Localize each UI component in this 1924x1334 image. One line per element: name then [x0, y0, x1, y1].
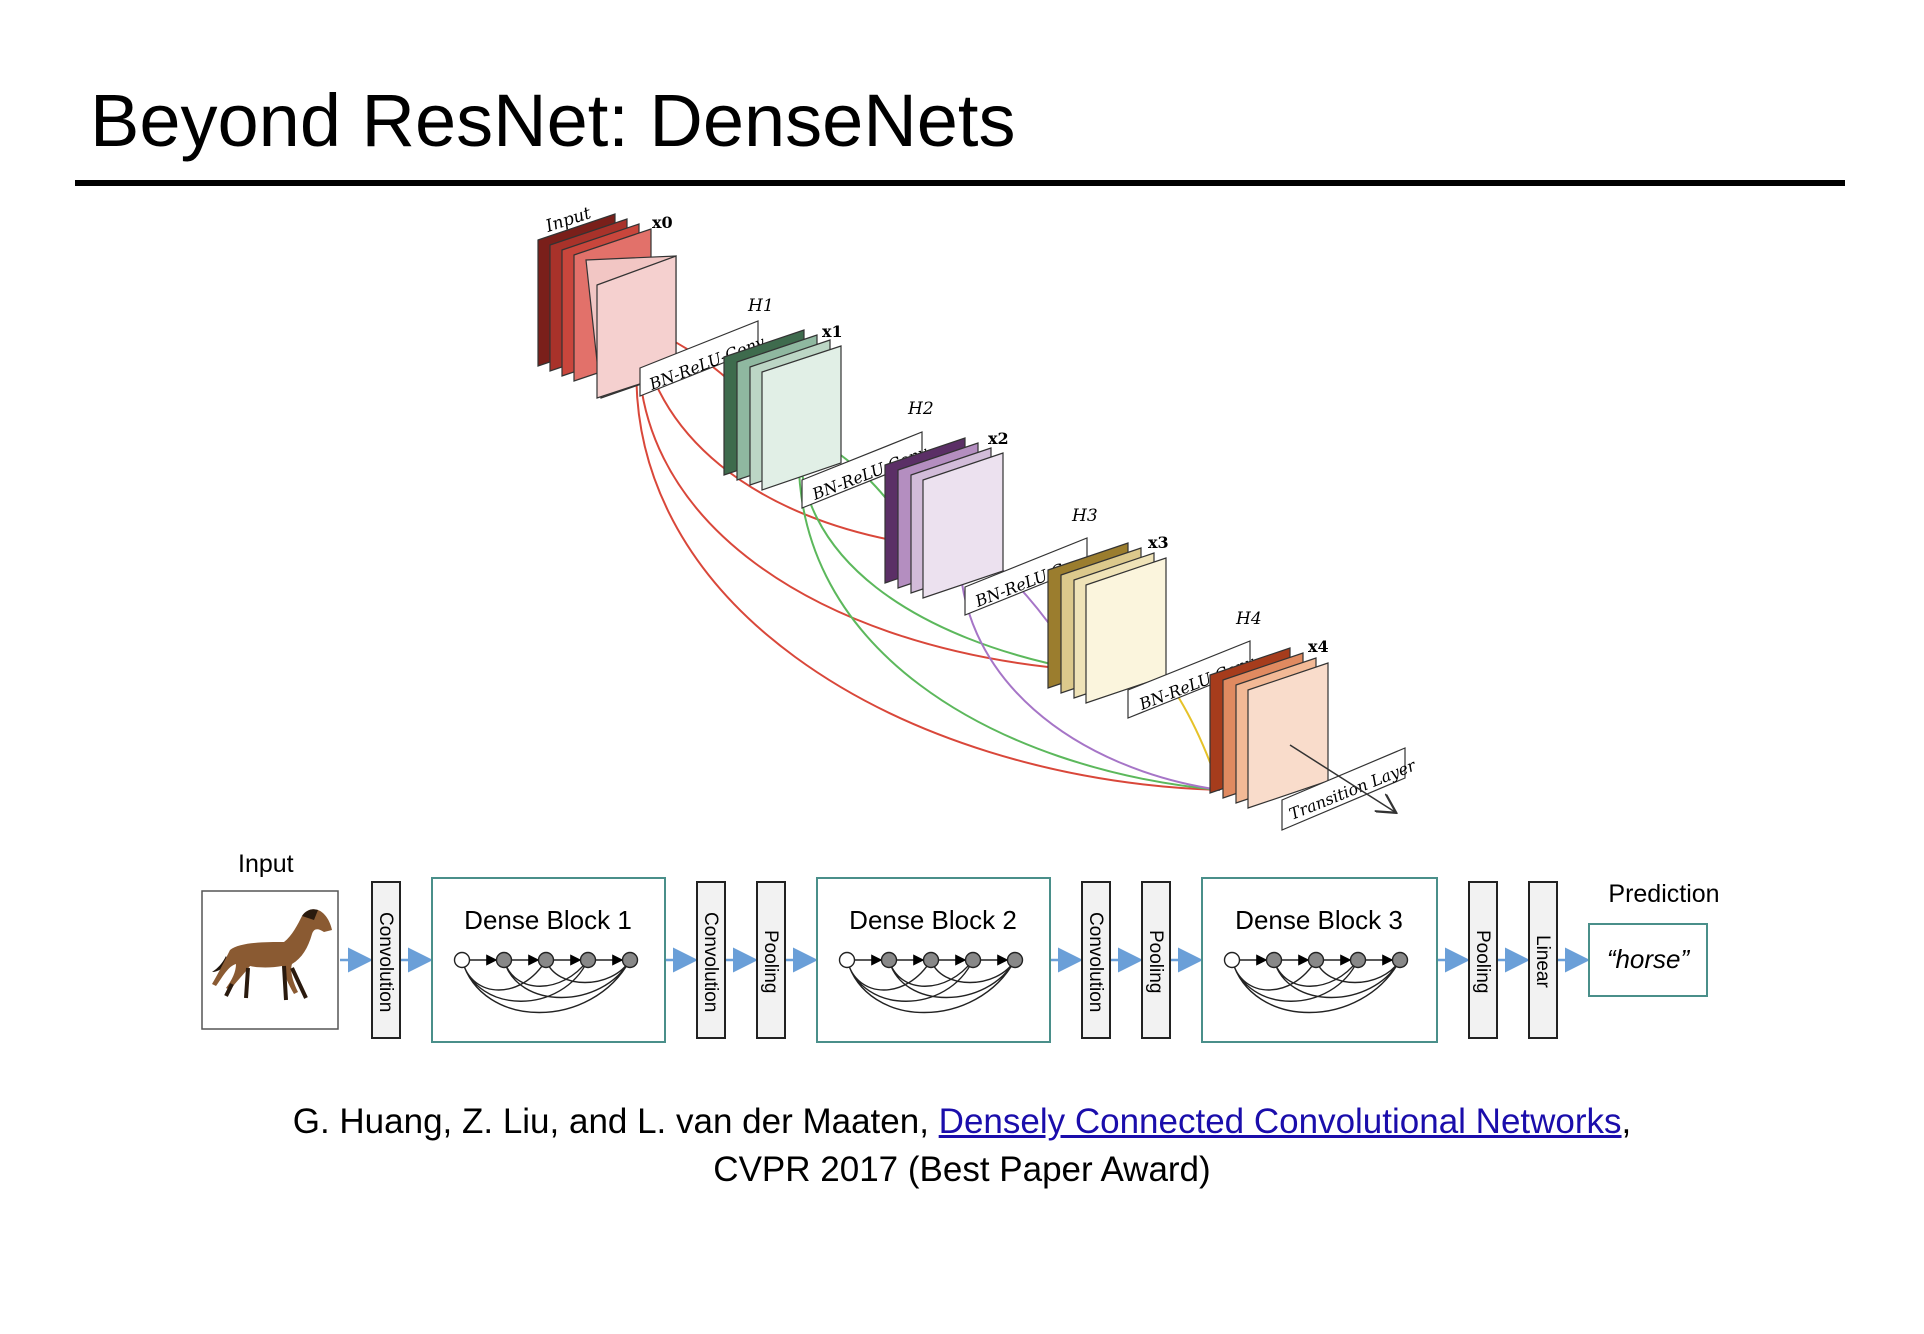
- h2-label: H2: [907, 399, 934, 419]
- dense-block-diagram: Input x0 H1 BN-ReLU-Conv x1 H2 BN-R: [537, 203, 1419, 831]
- h1-label: H1: [747, 296, 774, 316]
- h3-label: H3: [1071, 506, 1098, 526]
- citation-venue: CVPR 2017 (Best Paper Award): [713, 1150, 1211, 1189]
- layer-linear: Linear: [1528, 881, 1558, 1039]
- pipeline-input-label: Input: [238, 850, 294, 878]
- dense-block-1-label: Dense Block 1: [464, 905, 632, 935]
- prediction-box: “horse”: [1588, 923, 1708, 997]
- x1-label: x1: [822, 322, 843, 341]
- layer-label-pool2: Pooling: [760, 930, 781, 993]
- dense-block-3-label: Dense Block 3: [1235, 905, 1403, 935]
- layer-pool4: Pooling: [1468, 881, 1498, 1039]
- slide-title: Beyond ResNet: DenseNets: [90, 79, 1016, 162]
- dense-block-1: Dense Block 1: [431, 877, 666, 1043]
- layer-label-pool4: Pooling: [1472, 930, 1493, 993]
- layer-label-conv3: Convolution: [1085, 912, 1106, 1012]
- citation-line-1: G. Huang, Z. Liu, and L. van der Maaten,…: [0, 1098, 1924, 1146]
- citation: G. Huang, Z. Liu, and L. van der Maaten,…: [0, 1098, 1924, 1194]
- x3-label: x3: [1148, 533, 1169, 552]
- layer-pool3: Pooling: [1141, 881, 1171, 1039]
- x0-label: x0: [652, 213, 673, 232]
- title-divider: [75, 180, 1845, 186]
- dense-block-1-graph: [453, 951, 639, 1014]
- x4-label: x4: [1308, 637, 1329, 656]
- layer-pool2: Pooling: [756, 881, 786, 1039]
- layer-label-pool3: Pooling: [1145, 930, 1166, 993]
- layer-label-conv2: Convolution: [700, 912, 721, 1012]
- prediction-value: “horse”: [1607, 944, 1691, 974]
- layer-label-conv1: Convolution: [375, 912, 396, 1012]
- layer-label-linear: Linear: [1532, 935, 1553, 988]
- densenet-pipeline: Input Conv: [201, 850, 1720, 1043]
- horse-image: [201, 890, 339, 1030]
- layer-conv2: Convolution: [696, 881, 726, 1039]
- h4-label: H4: [1235, 609, 1262, 629]
- layer-conv1: Convolution: [371, 881, 401, 1039]
- dense-block-3-graph: [1223, 951, 1409, 1014]
- dense-block-2: Dense Block 2: [816, 877, 1051, 1043]
- feature-map-x3: [1047, 542, 1167, 704]
- citation-comma: ,: [1621, 1102, 1632, 1141]
- citation-authors: G. Huang, Z. Liu, and L. van der Maaten,: [292, 1102, 939, 1141]
- dense-block-3: Dense Block 3: [1201, 877, 1438, 1043]
- feature-map-x2: [884, 437, 1004, 599]
- dense-block-2-graph: [838, 951, 1024, 1014]
- x2-label: x2: [988, 429, 1009, 448]
- paper-link[interactable]: Densely Connected Convolutional Networks: [938, 1102, 1622, 1141]
- feature-map-x4: [1209, 647, 1329, 809]
- dense-block-2-label: Dense Block 2: [849, 905, 1017, 935]
- prediction-label: Prediction: [1608, 880, 1719, 908]
- layer-conv3: Convolution: [1081, 881, 1111, 1039]
- feature-map-x1: [723, 329, 842, 491]
